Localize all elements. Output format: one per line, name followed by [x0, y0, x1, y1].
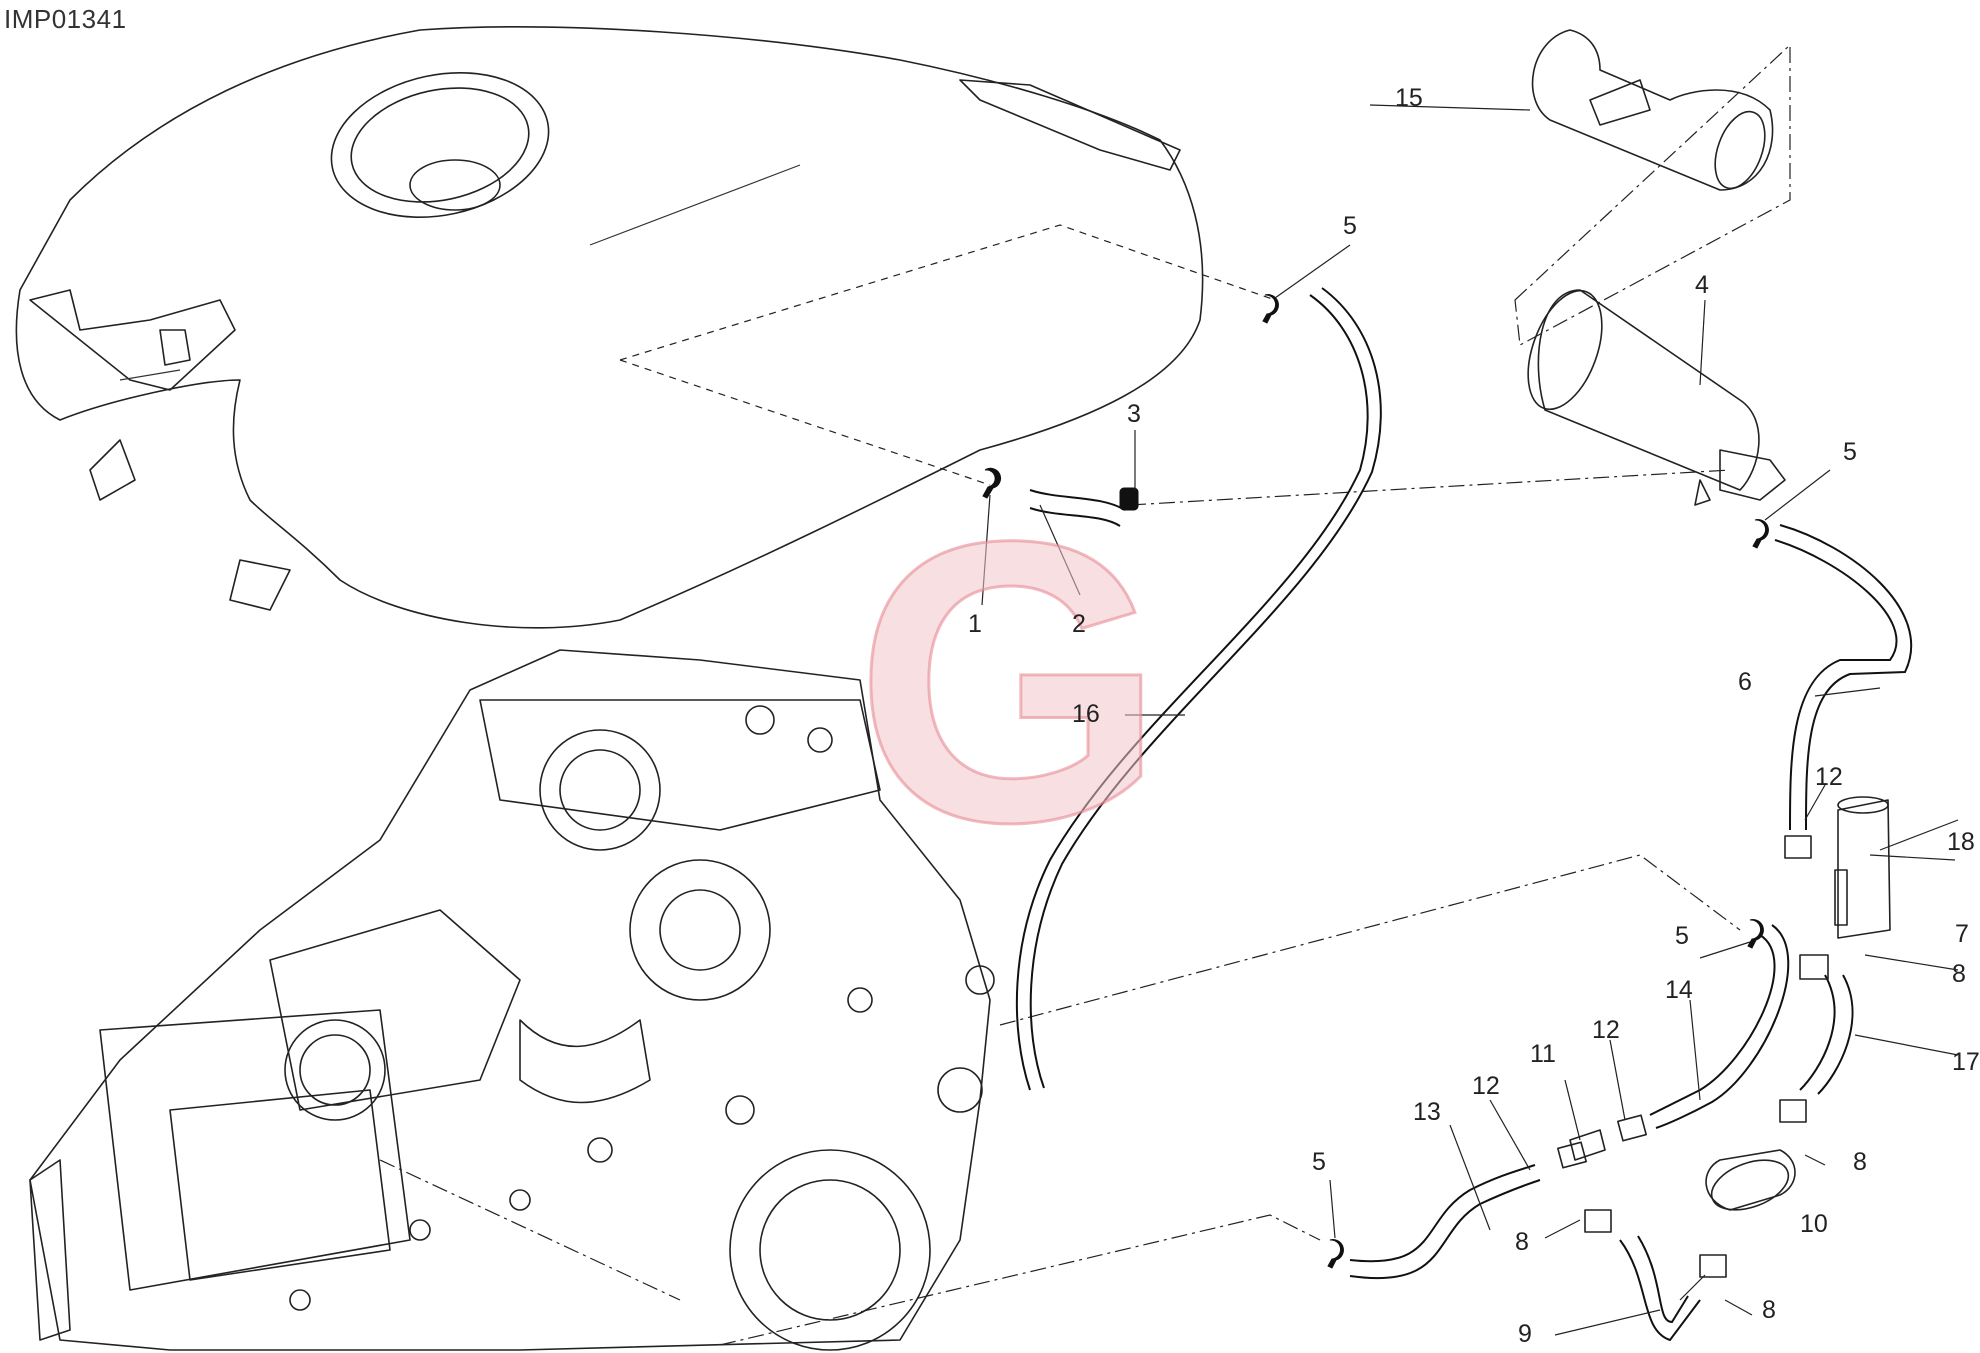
label-8a: 8 — [1952, 960, 1966, 988]
label-9: 9 — [1518, 1320, 1532, 1348]
label-16: 16 — [1072, 700, 1100, 728]
hoses — [1015, 287, 1913, 1342]
label-7: 7 — [1955, 920, 1969, 948]
label-5b: 5 — [1843, 438, 1857, 466]
label-8c: 8 — [1515, 1228, 1529, 1256]
fuel-tank — [15, 26, 1204, 629]
label-8b: 8 — [1853, 1148, 1867, 1176]
label-12c: 12 — [1472, 1072, 1500, 1100]
label-12a: 12 — [1815, 763, 1843, 791]
assembly-guides — [379, 43, 1791, 1346]
engine — [29, 649, 995, 1351]
label-5c: 5 — [1675, 922, 1689, 950]
label-8d: 8 — [1762, 1296, 1776, 1324]
label-5d: 5 — [1312, 1148, 1326, 1176]
callout-labels: 1 2 3 4 5 5 5 5 6 7 8 8 8 8 9 10 11 12 1… — [968, 84, 1980, 1348]
label-10: 10 — [1800, 1210, 1828, 1238]
label-1: 1 — [968, 610, 982, 638]
label-12b: 12 — [1592, 1016, 1620, 1044]
label-5a: 5 — [1343, 212, 1357, 240]
canister — [1527, 289, 1786, 506]
leader-lines — [981, 104, 1959, 1336]
label-4: 4 — [1695, 271, 1709, 299]
label-6: 6 — [1738, 668, 1752, 696]
label-14: 14 — [1665, 976, 1693, 1004]
watermark-logo: G — [854, 458, 1165, 905]
label-18: 18 — [1947, 828, 1975, 856]
label-11: 11 — [1530, 1040, 1556, 1068]
drawing-code: IMP01341 — [4, 4, 127, 34]
label-15: 15 — [1395, 84, 1423, 112]
label-17: 17 — [1952, 1048, 1980, 1076]
label-3: 3 — [1127, 400, 1141, 428]
canister-bracket — [1531, 29, 1774, 191]
label-13: 13 — [1413, 1098, 1441, 1126]
fittings — [982, 294, 1891, 1278]
label-2: 2 — [1072, 610, 1086, 638]
